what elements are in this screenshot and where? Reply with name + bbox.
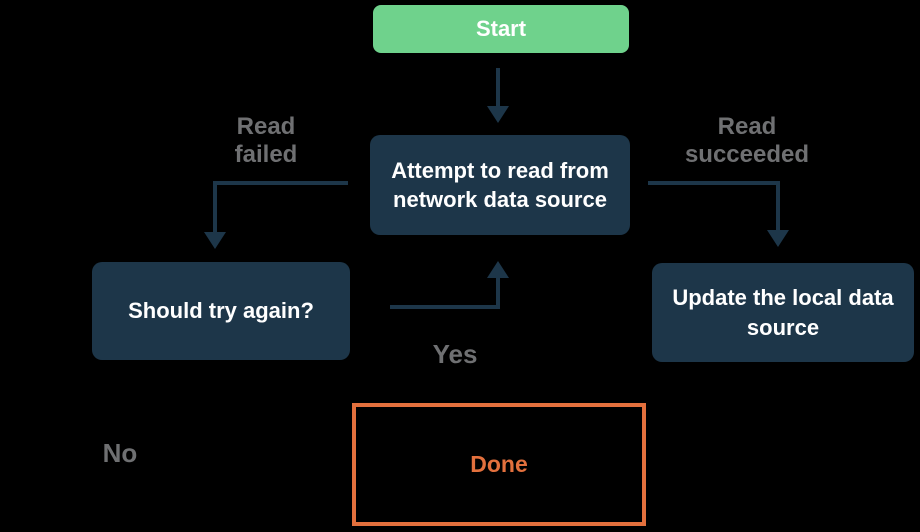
node-update-local-data: Update the local data source <box>652 263 914 362</box>
arrow-read-failed-vertical-segment <box>213 181 217 232</box>
arrow-yes-arrowhead-icon <box>487 261 509 278</box>
node-done: Done <box>352 403 646 526</box>
node-attempt-read: Attempt to read from network data source <box>370 135 630 235</box>
arrow-read-succeeded-arrowhead-icon <box>767 230 789 247</box>
arrow-read-failed-horizontal-segment <box>213 181 348 185</box>
arrow-start-to-attempt-segment <box>496 68 500 106</box>
arrow-read-succeeded-horizontal-segment <box>648 181 780 185</box>
arrow-read-failed-arrowhead-icon <box>204 232 226 249</box>
node-should-try-again: Should try again? <box>92 262 350 360</box>
node-start: Start <box>373 5 629 53</box>
arrow-start-to-attempt-arrowhead-icon <box>487 106 509 123</box>
arrow-read-succeeded-vertical-segment <box>776 181 780 230</box>
arrow-yes-horizontal-segment <box>390 305 500 309</box>
edge-label-read-failed: Read failed <box>234 113 298 169</box>
edge-label-no: No <box>102 438 138 468</box>
edge-label-read-succeeded: Read succeeded <box>684 113 810 169</box>
edge-label-yes: Yes <box>432 339 478 369</box>
arrow-yes-vertical-segment <box>496 277 500 309</box>
